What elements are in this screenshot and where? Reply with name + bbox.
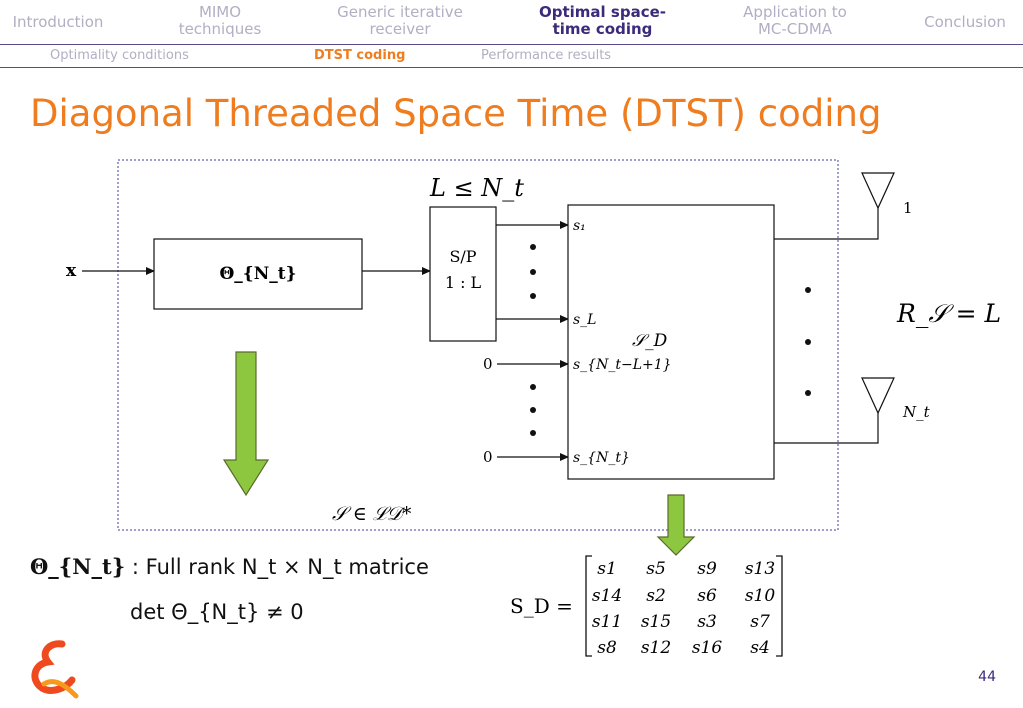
antenna-icon <box>861 172 895 210</box>
tab-mimo-techniques[interactable]: MIMO techniques <box>178 3 262 38</box>
input-sL-label: s_L <box>573 312 596 328</box>
matrix-cell: s11 <box>592 612 622 632</box>
rank-condition: L ≤ N_t <box>429 174 524 202</box>
sp-label-line1: S/P <box>449 247 476 266</box>
matrix-cell: s8 <box>597 638 617 658</box>
ellipsis-dot <box>530 244 536 250</box>
tab-application-mc-cdma[interactable]: Application to MC-CDMA <box>743 3 847 38</box>
subtab-optimality-conditions[interactable]: Optimality conditions <box>50 48 189 63</box>
ellipsis-dot <box>805 339 811 345</box>
ellipsis-dot <box>805 390 811 396</box>
tab-optimal-space-time-coding[interactable]: Optimal space-time coding <box>539 3 666 38</box>
ellipsis-dot <box>530 430 536 436</box>
subnav-divider <box>0 67 1023 68</box>
matrix-cell: s15 <box>641 612 671 632</box>
ellipsis-dot <box>530 384 536 390</box>
tab-introduction[interactable]: Introduction <box>12 13 104 31</box>
antenna-Nt-label: N_t <box>902 403 931 421</box>
set-membership: 𝒮 ∈ ℒ𝒟* <box>332 503 412 525</box>
antenna-feed-Nt <box>774 413 879 444</box>
institution-logo <box>24 638 84 700</box>
note-full-rank-text: : Full rank N_t × N_t matrice <box>131 555 429 579</box>
sp-converter-block <box>429 206 497 342</box>
sd-matrix-block <box>567 204 775 480</box>
rotation-matrix-block <box>153 238 363 310</box>
tab-generic-iterative-receiver[interactable]: Generic iterative receiver <box>337 3 463 38</box>
matrix-cell: s1 <box>597 559 617 579</box>
ellipsis-dot <box>805 287 811 293</box>
antenna-feed-1 <box>774 208 879 240</box>
matrix-cell: s4 <box>750 638 770 658</box>
matrix-cell: s13 <box>745 559 775 579</box>
input-sNt-label: s_{N_t} <box>573 450 630 466</box>
ellipsis-dot <box>530 407 536 413</box>
down-arrow-icon <box>656 494 696 556</box>
sd-block-label: 𝒮_D <box>632 331 668 351</box>
matrix-label: S_D = <box>510 594 573 618</box>
antenna-1-label: 1 <box>903 199 913 217</box>
rate-equation: R_𝒮 = L <box>896 299 1001 328</box>
note-line-2: det Θ_{N_t} ≠ 0 <box>130 600 304 624</box>
matrix-cell: s6 <box>697 586 717 606</box>
top-navigation: Introduction MIMO techniques Generic ite… <box>0 0 1023 70</box>
matrix-cell: s10 <box>745 586 776 606</box>
nav-divider <box>0 44 1023 45</box>
tab-conclusion[interactable]: Conclusion <box>924 13 1006 31</box>
rotation-block-label: Θ_{N_t} <box>219 264 296 284</box>
matrix-cell: s14 <box>592 586 622 606</box>
logo-mark-icon <box>31 640 79 699</box>
matrix-cell: s9 <box>697 559 717 579</box>
matrix-cell: s5 <box>646 559 666 579</box>
matrix-right-bracket <box>776 555 783 657</box>
matrix-cell: s2 <box>646 586 666 606</box>
zero-input-label: 0 <box>483 355 493 373</box>
input-sNt-L1-label: s_{N_t−L+1} <box>573 357 672 373</box>
down-arrow-icon <box>222 351 270 497</box>
matrix-cells: s1 s5 s9 s13 s14 s2 s6 s10 s11 s15 s3 s7 s8 s12 s16 s4 <box>592 559 776 658</box>
matrix-cell: s7 <box>750 612 770 632</box>
encoder-frame <box>117 159 839 531</box>
matrix-cell: s16 <box>692 638 723 658</box>
matrix-cell: s3 <box>697 612 717 632</box>
matrix-cell: s12 <box>641 638 671 658</box>
ellipsis-dot <box>530 269 536 275</box>
ellipsis-dot <box>530 293 536 299</box>
slide-title: Diagonal Threaded Space Time (DTST) codi… <box>30 92 882 135</box>
antenna-icon <box>861 377 895 415</box>
note-theta-symbol: Θ_{N_t} <box>30 554 126 579</box>
subtab-performance-results[interactable]: Performance results <box>481 48 612 63</box>
page-number: 44 <box>978 669 996 685</box>
input-s1-label: s₁ <box>573 218 586 234</box>
zero-input-label: 0 <box>483 448 493 466</box>
input-x-label: x <box>66 261 77 281</box>
subtab-dtst-coding[interactable]: DTST coding <box>314 48 406 63</box>
note-line-1: Θ_{N_t} : Full rank N_t × N_t matrice <box>30 554 429 579</box>
sp-label-line2: 1 : L <box>445 273 482 292</box>
matrix-left-bracket <box>585 555 592 657</box>
